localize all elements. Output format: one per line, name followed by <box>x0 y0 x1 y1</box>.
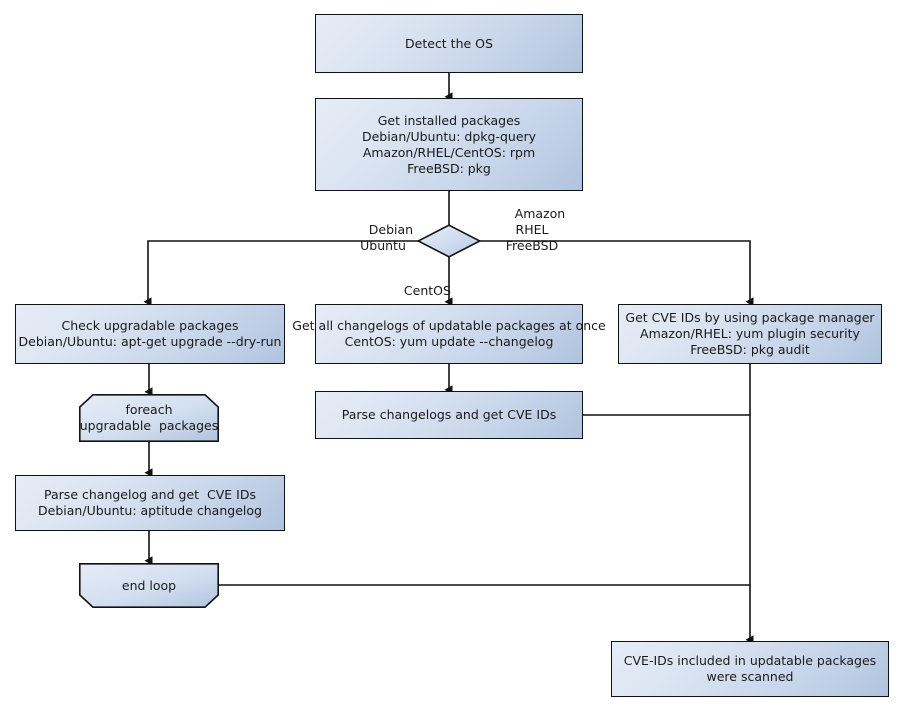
loop-start-shape <box>79 394 219 443</box>
edge-label-amazon-rhel-freebsd-text: Amazon RHEL FreeBSD <box>505 206 566 253</box>
node-check-upgradable-label: Check upgradable packages Debian/Ubuntu:… <box>18 318 282 349</box>
node-check-upgradable[interactable]: Check upgradable packages Debian/Ubuntu:… <box>15 304 285 364</box>
node-foreach-loop-label: foreach upgradable packages <box>79 402 219 433</box>
node-get-all-changelogs[interactable]: Get all changelogs of updatable packages… <box>292 304 606 364</box>
node-parse-changelogs-center[interactable]: Parse changelogs and get CVE IDs <box>315 391 583 439</box>
decision-diamond-shape <box>416 224 482 258</box>
edge-label-amazon-rhel-freebsd: Amazon RHEL FreeBSD <box>492 190 572 270</box>
loop-end-shape <box>79 563 219 609</box>
node-parse-changelog-left[interactable]: Parse changelog and get CVE IDs Debian/U… <box>15 475 285 531</box>
node-os-decision[interactable] <box>416 224 482 258</box>
node-get-cve-package-manager-label: Get CVE IDs by using package manager Ama… <box>625 310 875 357</box>
node-get-installed-packages[interactable]: Get installed packages Debian/Ubuntu: dp… <box>315 98 583 191</box>
node-get-cve-package-manager[interactable]: Get CVE IDs by using package manager Ama… <box>618 304 882 364</box>
node-scanned-result[interactable]: CVE-IDs included in updatable packages w… <box>611 641 889 697</box>
node-get-all-changelogs-label: Get all changelogs of updatable packages… <box>292 318 606 349</box>
node-parse-changelogs-center-label: Parse changelogs and get CVE IDs <box>341 407 557 422</box>
node-foreach-loop[interactable]: foreach upgradable packages <box>79 394 219 443</box>
edge-label-debian-ubuntu: Debian Ubuntu <box>348 206 418 270</box>
node-scanned-result-label: CVE-IDs included in updatable packages w… <box>623 653 877 684</box>
node-parse-changelog-left-label: Parse changelog and get CVE IDs Debian/U… <box>38 487 262 518</box>
node-get-installed-packages-label: Get installed packages Debian/Ubuntu: dp… <box>361 112 537 176</box>
node-detect-os-label: Detect the OS <box>405 35 493 51</box>
node-end-loop-label: end loop <box>121 577 177 593</box>
node-end-loop[interactable]: end loop <box>79 563 219 609</box>
edge-label-centos-text: CentOS <box>403 283 451 298</box>
edge-label-debian-ubuntu-text: Debian Ubuntu <box>360 222 414 253</box>
edge-label-centos: CentOS <box>388 267 451 315</box>
node-detect-os[interactable]: Detect the OS <box>315 14 583 73</box>
